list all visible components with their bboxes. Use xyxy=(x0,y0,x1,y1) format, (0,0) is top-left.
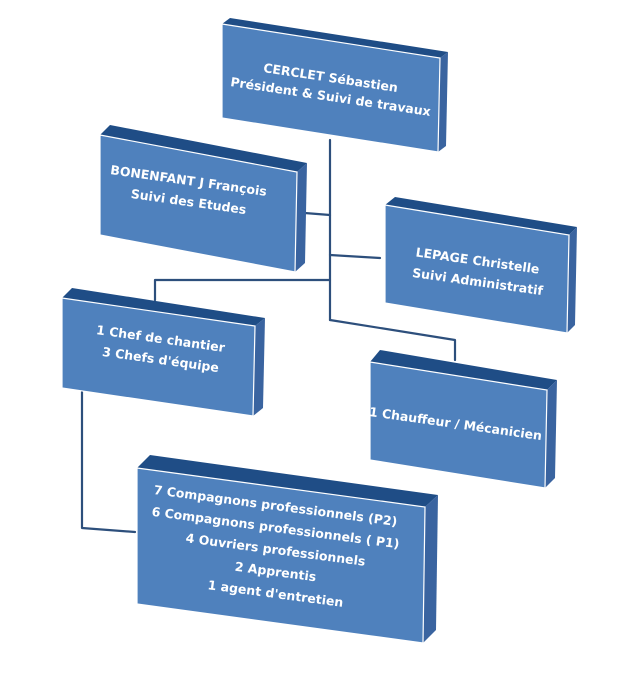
node-driver-outline xyxy=(369,361,548,489)
node-workers-top xyxy=(137,455,438,507)
node-studies-face xyxy=(100,135,297,272)
node-admin-top xyxy=(385,197,577,235)
node-site-top xyxy=(62,288,265,326)
node-studies-top xyxy=(100,125,307,172)
node-driver-side xyxy=(545,380,557,488)
node-admin-outline xyxy=(384,204,570,334)
connector-to-driver xyxy=(328,318,457,362)
node-driver-face xyxy=(370,362,547,488)
connector-to-admin xyxy=(328,253,382,260)
node-driver[interactable]: 1 Chauffeur / Mécanicien xyxy=(368,350,557,489)
node-president-outline xyxy=(221,23,441,153)
node-president-face xyxy=(222,24,440,152)
node-president-side xyxy=(438,52,448,152)
node-studies[interactable]: BONENFANT J François Suivi des Etudes xyxy=(99,125,307,273)
connectors xyxy=(80,138,457,534)
node-site-outline xyxy=(61,297,256,417)
node-workers-outline xyxy=(136,467,426,644)
node-admin-side xyxy=(567,227,577,333)
node-site-side xyxy=(253,318,265,416)
connector-to-site xyxy=(153,278,332,302)
node-admin-face xyxy=(385,205,569,333)
node-president[interactable]: CERCLET Sébastien Président & Suivi de t… xyxy=(221,18,448,153)
node-admin[interactable]: LEPAGE Christelle Suivi Administratif xyxy=(384,197,577,334)
node-workers[interactable]: 7 Compagnons professionnels (P2) 6 Compa… xyxy=(136,455,438,644)
node-president-top xyxy=(222,18,448,58)
node-workers-side xyxy=(423,495,438,643)
node-driver-top xyxy=(370,350,557,390)
node-studies-outline xyxy=(99,134,298,273)
node-studies-side xyxy=(295,163,307,272)
node-workers-face xyxy=(137,468,425,643)
connector-to-workers xyxy=(80,390,137,534)
node-site[interactable]: 1 Chef de chantier 3 Chefs d'équipe xyxy=(61,288,265,417)
node-site-face xyxy=(62,298,255,416)
